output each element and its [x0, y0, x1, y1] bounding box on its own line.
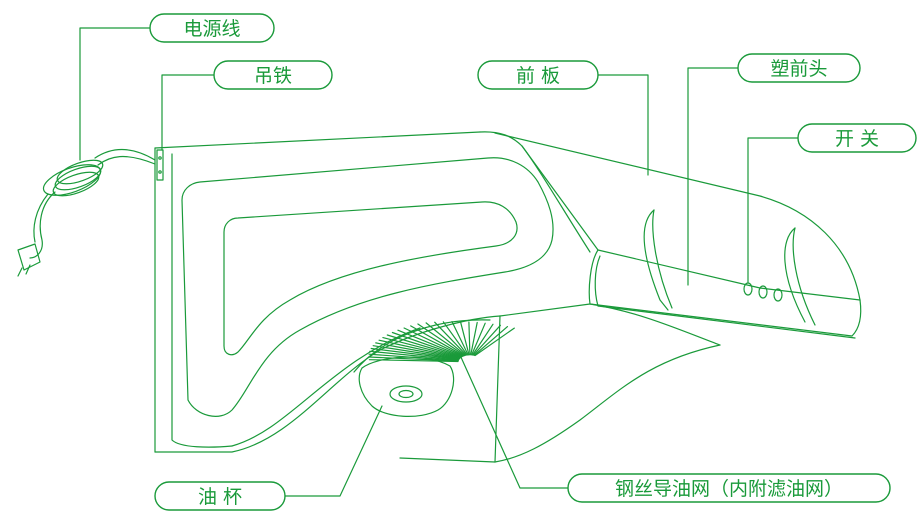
label-front-panel-text: 前 板 — [516, 65, 560, 87]
mesh-wire — [369, 350, 460, 361]
label-front-panel: 前 板 — [477, 60, 599, 90]
mesh-wire — [434, 321, 467, 356]
mesh-wire — [403, 327, 464, 357]
mesh-wire — [417, 323, 466, 357]
mesh-wire — [391, 331, 463, 358]
mesh-wire — [442, 321, 468, 356]
label-power-cord-text: 电源线 — [183, 18, 240, 40]
label-oil-guide-mesh-text: 钢丝导油网（内附滤油网） — [615, 478, 843, 500]
plug-icon — [17, 243, 41, 271]
mesh-wire — [472, 323, 494, 356]
label-switch-text: 开 关 — [835, 128, 879, 150]
oil-cup — [358, 356, 455, 417]
mesh-rim — [353, 319, 491, 373]
mesh-wire — [382, 337, 462, 359]
hanging-iron — [156, 149, 164, 181]
front-panel-details — [643, 209, 816, 326]
mesh-wire — [378, 339, 461, 359]
switch-button-3 — [773, 288, 783, 302]
mesh-wire — [425, 322, 467, 356]
switch-button-1 — [743, 282, 753, 296]
mesh-wire — [474, 327, 515, 357]
mesh-wire — [386, 334, 462, 358]
mesh-wire — [397, 329, 463, 357]
label-oil-cup-text: 油 杯 — [198, 486, 242, 508]
label-plastic-front-head: 塑前头 — [737, 53, 861, 83]
label-plastic-front-head-text: 塑前头 — [770, 58, 827, 80]
leader-lines — [79, 27, 801, 497]
switch-buttons — [743, 282, 783, 302]
label-oil-guide-mesh: 钢丝导油网（内附滤油网） — [567, 473, 891, 503]
switch-button-2 — [758, 285, 768, 299]
mesh-wire — [368, 356, 459, 362]
mesh-wire — [470, 321, 478, 356]
hood-body — [154, 131, 862, 463]
label-hanging-iron: 吊铁 — [213, 60, 333, 90]
mesh-wire — [451, 321, 469, 356]
label-hanging-iron-text: 吊铁 — [254, 65, 292, 87]
mesh-wire — [471, 322, 486, 356]
mesh-wire — [375, 342, 461, 360]
label-power-cord: 电源线 — [149, 13, 275, 43]
label-oil-cup: 油 杯 — [154, 481, 286, 511]
mesh-wire — [473, 326, 509, 356]
mesh-wire — [410, 325, 465, 357]
power-cord — [17, 149, 156, 277]
side-panel — [181, 157, 554, 417]
label-switch: 开 关 — [797, 123, 917, 153]
oil-guide-mesh — [353, 319, 515, 373]
mesh-wire — [468, 321, 471, 356]
mesh-wire — [372, 345, 460, 360]
mesh-wire — [459, 321, 470, 356]
mesh-wire — [472, 324, 501, 356]
mesh-wire — [368, 359, 459, 363]
mesh-wire — [370, 347, 460, 360]
